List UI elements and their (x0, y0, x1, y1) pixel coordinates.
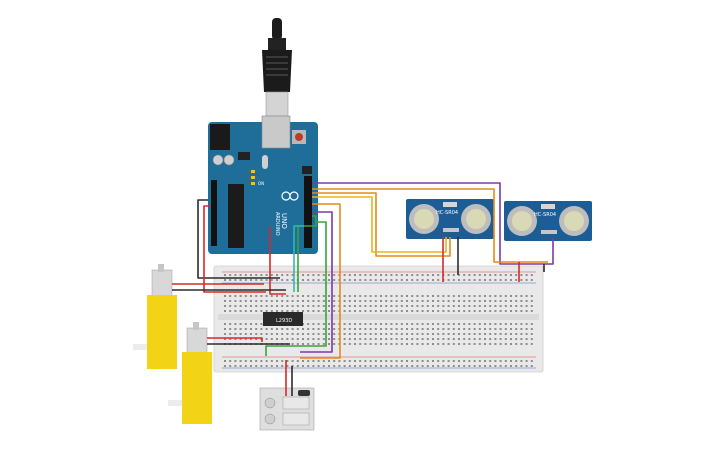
wire-green-driver-2 (265, 221, 327, 356)
wire-purple-driver (300, 211, 333, 353)
wire-red-motor-2 (207, 337, 263, 342)
wire-black-gnd (197, 199, 280, 279)
power-header (211, 180, 217, 246)
sensor-2-label: HC-SR04 (534, 212, 556, 218)
digital-header (304, 176, 312, 248)
wire-teal-driver (293, 225, 304, 292)
power-label: ON (258, 181, 264, 186)
wire-orange-sensor-1 (312, 192, 451, 257)
battery-holder (259, 387, 315, 431)
wire-orange-driver (300, 203, 341, 359)
ultrasonic-sensor-2: HC-SR04 (504, 201, 592, 241)
motor-driver-chip: L293D (263, 312, 303, 326)
wire-orange-sensor-2 (312, 188, 548, 263)
dc-motor-1 (133, 264, 177, 369)
wire-red-vcc (269, 226, 286, 295)
ultrasonic-sensor-1: HC-SR04 (406, 199, 494, 239)
sensor-1-label: HC-SR04 (436, 210, 458, 216)
arduino-uno-board: ON ARDUINO UNO (208, 115, 318, 254)
wire-purple-sensor-2 (312, 182, 554, 265)
wire-yellow-sensor-1 (312, 196, 447, 253)
dc-motor-2 (168, 322, 212, 424)
usb-b-jack (261, 115, 291, 149)
arduino-brand-text: ARDUINO (274, 212, 280, 236)
arduino-model-text: UNO (280, 213, 288, 229)
usb-cable (262, 18, 292, 117)
driver-chip-label: L293D (276, 318, 292, 324)
dc-jack (210, 124, 230, 150)
reset-button (295, 133, 303, 141)
wire-red-5v (203, 205, 266, 293)
wires (172, 182, 554, 396)
atmega-chip (228, 184, 244, 248)
arduino-logo (281, 191, 299, 201)
wire-green-driver (297, 215, 317, 292)
